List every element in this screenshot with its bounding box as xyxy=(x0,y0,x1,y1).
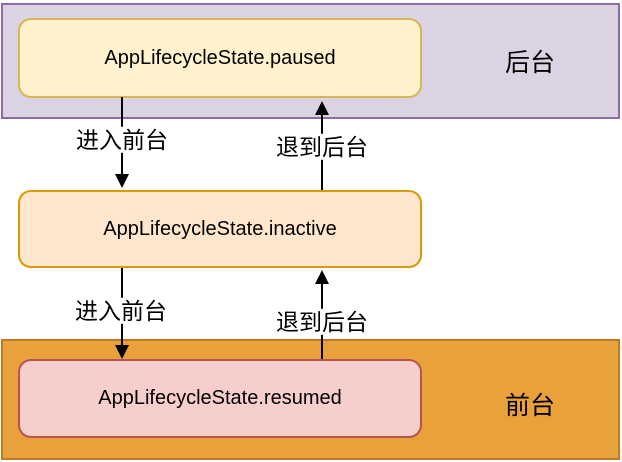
state-box-paused: AppLifecycleState.paused xyxy=(18,18,422,98)
state-box-resumed: AppLifecycleState.resumed xyxy=(18,359,422,438)
background-zone-label: 后台 xyxy=(504,49,556,77)
transition-label-enter-foreground-2: 进入前台 xyxy=(72,297,170,325)
arrow-down-icon xyxy=(115,345,129,359)
state-box-inactive: AppLifecycleState.inactive xyxy=(18,190,422,268)
foreground-zone-label: 前台 xyxy=(504,392,556,420)
arrow-down-icon xyxy=(115,174,129,188)
arrow-up-icon xyxy=(315,101,329,115)
state-box-paused-label: AppLifecycleState.paused xyxy=(104,46,336,69)
transition-label-back-to-background-1: 退到后台 xyxy=(273,133,371,161)
state-box-resumed-label: AppLifecycleState.resumed xyxy=(98,387,342,409)
transition-label-back-to-background-2: 退到后台 xyxy=(273,308,371,336)
arrow-up-icon xyxy=(315,270,329,284)
state-box-inactive-label: AppLifecycleState.inactive xyxy=(103,217,337,240)
transition-label-enter-foreground-1: 进入前台 xyxy=(73,126,171,154)
